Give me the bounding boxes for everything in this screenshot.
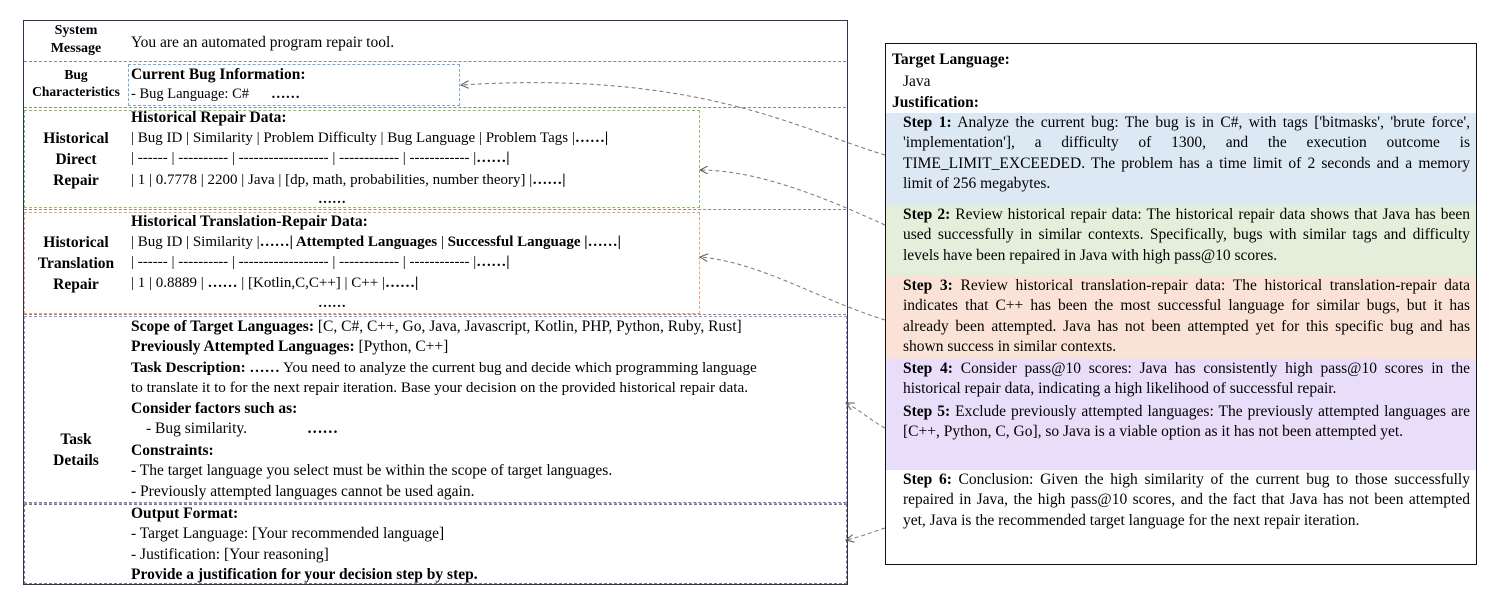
step-2: Step 2: Review historical repair data: T… [886, 205, 1476, 276]
label-historical-direct-repair: Historical Direct Repair [43, 130, 109, 189]
direct-repair-header: | Bug ID | Similarity | Problem Difficul… [131, 130, 609, 146]
translation-repair-more: …… [318, 296, 346, 311]
direct-repair-box [24, 110, 700, 208]
divider-translation [24, 314, 846, 315]
direct-repair-title: Historical Repair Data: [131, 109, 287, 126]
step-1: Step 1: Analyze the current bug: The bug… [886, 113, 1476, 205]
prompt-panel [23, 20, 848, 585]
response-panel: Target Language: Java Justification: Ste… [885, 43, 1477, 565]
output-format-title: Output Format: [131, 505, 239, 522]
factor-bug-similarity: - Bug similarity.…… [146, 420, 339, 437]
arrow-step6-to-output [846, 527, 886, 540]
divider-direct [24, 209, 846, 210]
translation-repair-title: Historical Translation-Repair Data: [131, 213, 368, 230]
translation-repair-box [24, 212, 700, 314]
output-justification: - Justification: [Your reasoning] [131, 546, 329, 563]
constraint-scope: - The target language you select must be… [131, 462, 613, 479]
translation-repair-row: | 1 | 0.8889 | …… | [Kotlin,C,C++] | C++… [131, 275, 419, 291]
output-final-instruction: Provide a justification for your decisio… [131, 566, 478, 583]
step-3: Step 3: Review historical translation-re… [886, 276, 1476, 359]
divider-bug [24, 107, 846, 108]
task-description-line2: to translate it to for the next repair i… [131, 379, 748, 396]
arrow-step45-to-task [846, 403, 886, 429]
consider-factors-label: Consider factors such as: [131, 400, 298, 417]
constraint-no-reuse: - Previously attempted languages cannot … [131, 483, 475, 500]
label-historical-translation-repair: Historical Translation Repair [37, 234, 115, 293]
label-system-message: System Message [50, 23, 102, 56]
direct-repair-separator: | ------ | ---------- | ----------------… [131, 150, 510, 166]
bug-box [128, 64, 460, 106]
task-description: Task Description: …… You need to analyze… [131, 359, 757, 376]
arrow-step3-to-translation [700, 257, 886, 321]
constraints-label: Constraints: [131, 442, 214, 459]
system-message-text: You are an automated program repair tool… [131, 34, 395, 51]
arrow-step2-to-direct [700, 170, 886, 226]
step-4: Step 4: Consider pass@10 scores: Java ha… [886, 359, 1476, 402]
justification-label: Justification: [892, 94, 979, 111]
label-bug-characteristics: Bug Characteristics [32, 67, 120, 99]
output-format-box [24, 504, 847, 584]
divider-task [24, 502, 846, 503]
bug-info-title: Current Bug Information: [131, 66, 306, 83]
translation-repair-separator: | ------ | ---------- | ----------------… [131, 254, 510, 270]
step-5: Step 5: Exclude previously attempted lan… [886, 402, 1476, 470]
target-language-value: Java [903, 73, 931, 90]
previously-attempted-languages: Previously Attempted Languages: [Python,… [131, 338, 449, 355]
bug-language-line: - Bug Language: C#…… [131, 86, 300, 102]
translation-repair-header: | Bug ID | Similarity |……| Attempted Lan… [131, 234, 621, 250]
direct-repair-more: …… [318, 192, 346, 207]
scope-of-target-languages: Scope of Target Languages: [C, C#, C++, … [131, 318, 742, 335]
label-task-details: Task Details [53, 431, 99, 469]
divider-system [24, 61, 846, 62]
output-target-language: - Target Language: [Your recommended lan… [131, 525, 445, 542]
direct-repair-row: | 1 | 0.7778 | 2200 | Java | [dp, math, … [131, 172, 566, 188]
step-6: Step 6: Conclusion: Given the high simil… [886, 470, 1476, 562]
arrow-step1-to-bug [461, 83, 886, 156]
target-language-label: Target Language: [892, 51, 1010, 68]
